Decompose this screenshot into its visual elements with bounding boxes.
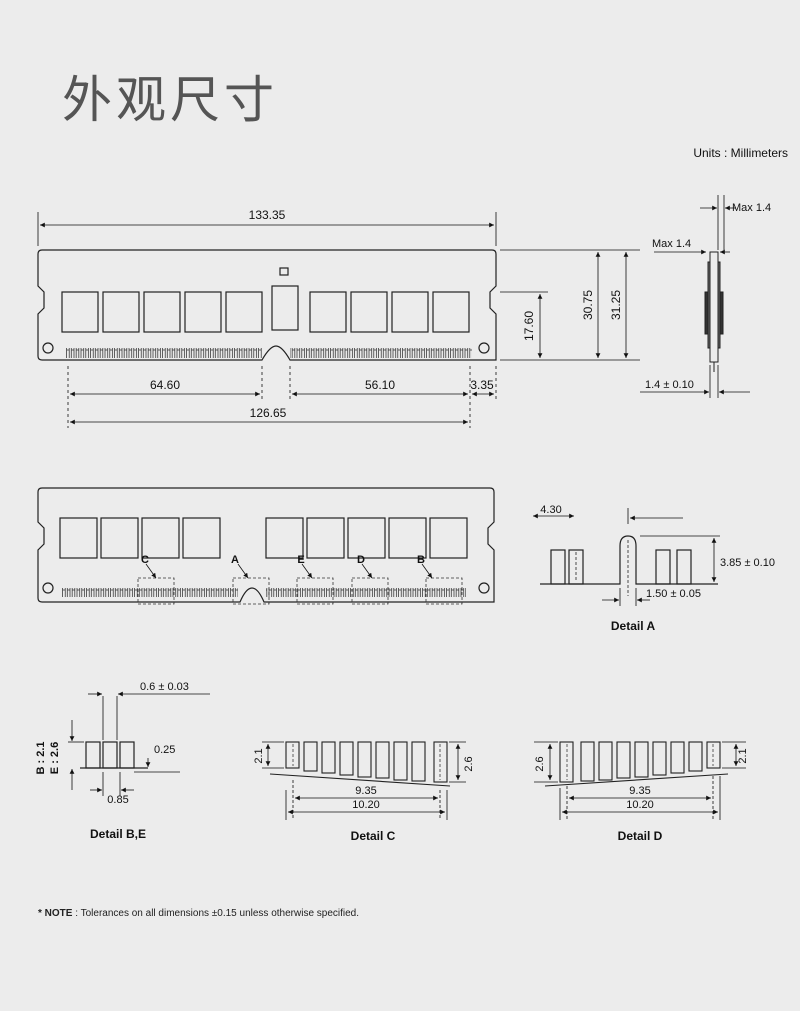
units-label: Units : Millimeters bbox=[693, 146, 788, 160]
dim-width: 133.35 bbox=[249, 208, 286, 222]
callout-leaders bbox=[145, 563, 433, 579]
top-pins-right bbox=[290, 348, 472, 358]
side-dimensions bbox=[640, 195, 750, 398]
callout-a: A bbox=[231, 554, 239, 566]
page-title: 外观尺寸 bbox=[62, 71, 278, 129]
detail-c-outer-span: 10.20 bbox=[352, 799, 380, 811]
callout-e: E bbox=[297, 554, 304, 566]
bottom-module bbox=[37, 487, 495, 603]
detail-be-dimensions bbox=[68, 691, 210, 796]
detail-be-pad-width: 0.85 bbox=[107, 794, 128, 806]
detail-be-height-e: E : 2.6 bbox=[49, 742, 61, 774]
detail-d-left-height: 2.6 bbox=[534, 756, 546, 771]
detail-a-width: 4.30 bbox=[540, 504, 561, 516]
dim-right-section: 56.10 bbox=[365, 378, 395, 392]
detail-d-label: Detail D bbox=[618, 829, 663, 843]
detail-d-dimensions bbox=[534, 741, 746, 820]
detail-d-inner-span: 9.35 bbox=[629, 785, 650, 797]
detail-be-gap: 0.25 bbox=[154, 744, 175, 756]
detail-a-notch-height: 3.85 ± 0.10 bbox=[720, 557, 775, 569]
detail-be-pitch: 0.6 ± 0.03 bbox=[140, 681, 189, 693]
bottom-pins-right bbox=[266, 588, 466, 597]
note-prefix: * NOTE bbox=[38, 908, 73, 919]
detail-c-left-height: 2.1 bbox=[253, 748, 265, 763]
detail-c-right-height: 2.6 bbox=[463, 756, 475, 771]
detail-be-height-b: B : 2.1 bbox=[35, 741, 47, 774]
dim-left-section: 64.60 bbox=[150, 378, 180, 392]
detail-be-label: Detail B,E bbox=[90, 827, 146, 841]
dim-key-height: 17.60 bbox=[522, 311, 536, 341]
detail-d-outer-span: 10.20 bbox=[626, 799, 654, 811]
side-thickness: 1.4 ± 0.10 bbox=[645, 379, 694, 391]
dim-height-a: 30.75 bbox=[581, 290, 595, 320]
detail-boxes bbox=[137, 577, 463, 605]
detail-c-dimensions bbox=[262, 741, 466, 820]
side-view bbox=[704, 251, 724, 372]
detail-c-shape bbox=[269, 741, 451, 787]
callout-b: B bbox=[417, 554, 425, 566]
detail-a-notch-width: 1.50 ± 0.05 bbox=[646, 588, 701, 600]
dim-end-offset: 3.35 bbox=[470, 378, 494, 392]
note-text: : Tolerances on all dimensions ±0.15 unl… bbox=[72, 908, 360, 919]
tolerance-note: * NOTE : Tolerances on all dimensions ±0… bbox=[38, 908, 359, 919]
detail-be-shape bbox=[80, 741, 148, 769]
detail-d-shape bbox=[544, 741, 729, 787]
top-pins-left bbox=[66, 348, 262, 358]
top-module-outline bbox=[37, 249, 497, 361]
detail-a-dimensions bbox=[533, 508, 720, 606]
callout-d: D bbox=[357, 554, 365, 566]
detail-a-label: Detail A bbox=[611, 619, 656, 633]
top-module bbox=[37, 249, 497, 361]
detail-c-label: Detail C bbox=[351, 829, 396, 843]
top-dimensions bbox=[37, 212, 640, 428]
dim-height-b: 31.25 bbox=[609, 290, 623, 320]
callout-c: C bbox=[141, 554, 149, 566]
side-max-mid: Max 1.4 bbox=[652, 238, 691, 250]
detail-c-inner-span: 9.35 bbox=[355, 785, 376, 797]
bottom-pins-left bbox=[62, 588, 238, 597]
detail-d-right-height: 2.1 bbox=[737, 748, 749, 763]
bottom-module-outline bbox=[37, 487, 495, 603]
dim-pin-span: 126.65 bbox=[250, 406, 287, 420]
detail-a-shape bbox=[540, 535, 718, 596]
side-max-top: Max 1.4 bbox=[732, 202, 771, 214]
